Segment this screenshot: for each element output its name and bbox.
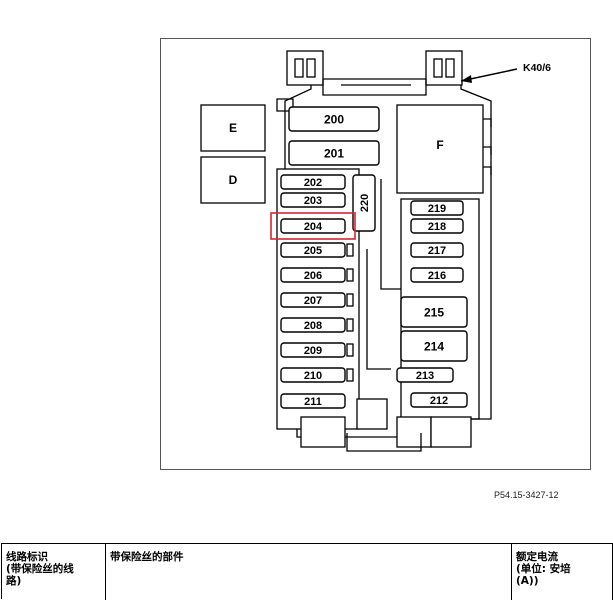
relay-label-f: F — [436, 138, 443, 152]
fuse-209: 209 — [280, 342, 346, 358]
header-fused-component: 带保险丝的部件 — [106, 544, 512, 600]
fuse-202: 202 — [280, 174, 346, 190]
fuse-204: 204 — [280, 218, 346, 234]
fuse-207: 207 — [280, 292, 346, 308]
fuse-214: 214 — [400, 330, 468, 362]
fuse-208: 208 — [280, 317, 346, 333]
fuse-label-205: 205 — [304, 245, 322, 257]
fuse-215: 215 — [400, 296, 468, 328]
header-circuit-id-line: 线路标识 — [6, 551, 48, 563]
fuse-label-204: 204 — [304, 221, 323, 233]
header-rated-current-line: 额定电流 — [516, 551, 558, 563]
header-rated-current-line: (单位: 安培 — [516, 563, 571, 575]
fuse-label-217: 217 — [428, 245, 446, 257]
fuse-label-218: 218 — [428, 221, 446, 233]
fuse-210: 210 — [280, 367, 346, 383]
fuse-label-206: 206 — [304, 270, 322, 282]
header-circuit-id: 线路标识 (带保险丝的线 路) — [2, 544, 106, 600]
header-rated-current-line: (A)) — [516, 575, 539, 587]
fuse-label-202: 202 — [304, 177, 322, 189]
fuse-label-216: 216 — [428, 270, 446, 282]
fuse-200: 200 — [288, 106, 380, 132]
fuse-218: 218 — [410, 218, 464, 234]
fuse-212: 212 — [410, 392, 468, 408]
fuse-219: 219 — [410, 200, 464, 216]
fuse-label-203: 203 — [304, 195, 322, 207]
relay-label-d: D — [229, 173, 238, 187]
fuse-label-219: 219 — [428, 203, 446, 215]
fuse-label-207: 207 — [304, 295, 322, 307]
fuse-label-211: 211 — [304, 396, 322, 408]
fuse-label-208: 208 — [304, 320, 322, 332]
header-rated-current: 额定电流 (单位: 安培 (A)) — [512, 544, 613, 600]
fuse-216: 216 — [410, 267, 464, 283]
header-fused-component-line: 带保险丝的部件 — [110, 551, 184, 563]
fuse-label-215: 215 — [424, 305, 444, 319]
fuse-211: 211 — [280, 393, 346, 409]
fuse-203: 203 — [280, 192, 346, 208]
relay-label-e: E — [229, 121, 237, 135]
fuse-217: 217 — [410, 242, 464, 258]
header-circuit-id-line: 路) — [6, 575, 22, 587]
fuse-201: 201 — [288, 140, 380, 166]
fuse-206: 206 — [280, 267, 346, 283]
fuse-label-212: 212 — [430, 395, 448, 407]
fuse-label-200: 200 — [324, 112, 344, 126]
fuse-box-drawing: 200 201 202 203 204 205 206 207 208 209 210 211 219… — [200, 50, 551, 452]
header-circuit-id-line: (带保险丝的线 — [6, 563, 74, 575]
fuse-label-214: 214 — [424, 339, 444, 353]
fuse-label-210: 210 — [304, 370, 322, 382]
fuse-label-213: 213 — [416, 370, 434, 382]
callout-label: K40/6 — [523, 62, 551, 74]
fuse-label-209: 209 — [304, 345, 322, 357]
fuse-220: 220 — [352, 174, 376, 232]
fuse-label-220: 220 — [359, 194, 371, 212]
fuse-box-diagram: 200 201 202 203 204 205 206 207 208 209 210 211 219… — [160, 38, 591, 470]
fuse-label-201: 201 — [324, 146, 344, 160]
fuse-205: 205 — [280, 242, 346, 258]
fuse-213: 213 — [396, 367, 454, 383]
figure-caption: P54.15-3427-12 — [494, 490, 559, 500]
fuse-table-header: 线路标识 (带保险丝的线 路) 带保险丝的部件 额定电流 (单位: 安培 (A)… — [1, 543, 613, 600]
